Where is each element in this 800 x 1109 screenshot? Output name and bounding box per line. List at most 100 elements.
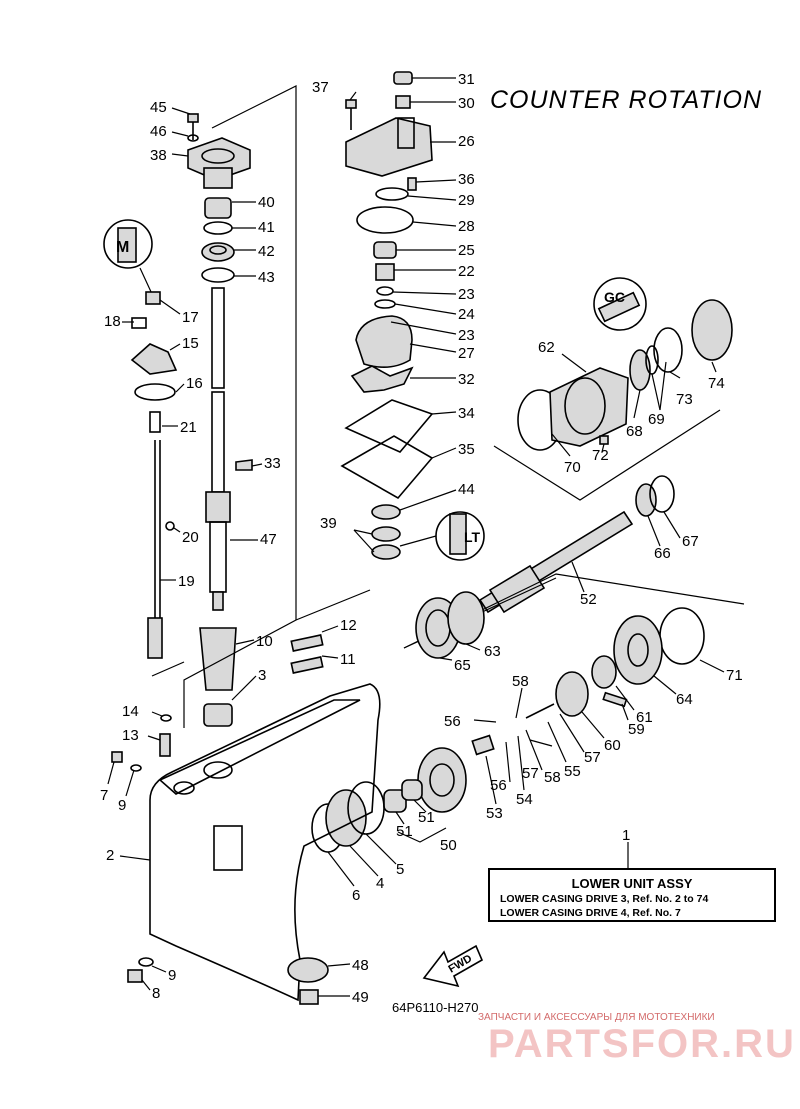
screw-part <box>131 317 147 329</box>
callout: 24 <box>458 306 475 323</box>
callout: 65 <box>454 657 471 674</box>
callout: 51 <box>396 823 413 840</box>
callout: 61 <box>636 709 653 726</box>
callout: 10 <box>256 633 273 650</box>
forward-gear-64 <box>613 615 663 685</box>
gasket-14 <box>160 714 172 722</box>
callout: 29 <box>458 192 475 209</box>
ring-nut-74 <box>691 299 733 361</box>
pump-housing-26 <box>345 117 433 177</box>
prop-shaft-housing-group <box>493 299 733 501</box>
water-pump-group <box>340 71 434 560</box>
callout-assembly: 1 <box>622 827 630 844</box>
callout: 5 <box>396 861 404 878</box>
casing-bore-2 <box>173 781 195 795</box>
pinion-gear-50-bore <box>429 763 455 797</box>
callout: 44 <box>458 481 475 498</box>
o-ring-28 <box>356 206 414 234</box>
callout: 35 <box>458 441 475 458</box>
bearing-51b <box>401 779 423 801</box>
o-ring-part <box>201 267 235 283</box>
rod-plate-part <box>130 343 178 375</box>
callout: 63 <box>484 643 501 660</box>
oil-seal-bore <box>209 245 227 255</box>
o-ring-29 <box>375 187 409 201</box>
callout: 20 <box>182 529 199 546</box>
drawing-code: 64P6110-H270 <box>392 1000 479 1015</box>
drive-shaft-upper <box>211 287 225 389</box>
drive-shaft-lower <box>209 521 227 593</box>
callout: 56 <box>490 777 507 794</box>
callout: 47 <box>260 531 277 548</box>
plate-34 <box>344 399 434 453</box>
callout: 14 <box>122 703 139 720</box>
plug-7 <box>111 751 123 763</box>
callout: 13 <box>122 727 139 744</box>
sleeve-part <box>199 627 237 691</box>
bolt-head-part <box>187 113 199 123</box>
callout: 36 <box>458 171 475 188</box>
callout: 40 <box>258 194 275 211</box>
bolt-37-head <box>345 99 357 109</box>
callout: 23 <box>458 327 475 344</box>
callout: 28 <box>458 218 475 235</box>
watermark-tagline: ЗАПЧАСТИ И АКСЕССУАРЫ ДЛЯ МОТОТЕХНИКИ <box>478 1012 715 1023</box>
callout: 70 <box>564 459 581 476</box>
callout: 41 <box>258 219 275 236</box>
callout: 26 <box>458 133 475 150</box>
seal-39a <box>371 526 401 542</box>
shift-rod-end <box>147 617 163 659</box>
callout: 66 <box>654 545 671 562</box>
callout: 39 <box>320 515 337 532</box>
washer-24 <box>374 299 396 309</box>
gasket-35 <box>340 435 434 500</box>
casing-vent <box>213 825 243 871</box>
callout: 34 <box>458 405 475 422</box>
sealant-lt-icon: LT <box>399 511 485 561</box>
watermark-brand: PARTSFOR.RU <box>488 1022 796 1066</box>
callout: 38 <box>150 147 167 164</box>
dowel-pin-part <box>290 634 324 652</box>
casing-bore <box>203 761 233 779</box>
forward-gear-64-bore <box>627 633 649 667</box>
callout: 9 <box>168 967 176 984</box>
callout: 58 <box>544 769 561 786</box>
o-ring-16 <box>134 383 176 401</box>
callout: 60 <box>604 737 621 754</box>
drive-shaft-collar <box>205 491 231 523</box>
assembly-box: LOWER UNIT ASSY LOWER CASING DRIVE 3, Re… <box>488 868 776 922</box>
shift-rod-group <box>130 291 178 659</box>
callout: 21 <box>180 419 197 436</box>
washer-66 <box>635 483 657 517</box>
callout: 57 <box>522 765 539 782</box>
grease-gc-icon: GC <box>593 277 647 331</box>
callout: 55 <box>564 763 581 780</box>
callout: 23 <box>458 286 475 303</box>
circlip-part <box>165 521 175 531</box>
pump-tube-socket <box>397 117 415 149</box>
callout: 67 <box>682 533 699 550</box>
frame-link <box>295 589 371 621</box>
impeller-32 <box>350 365 414 393</box>
frame-lines <box>151 85 371 728</box>
fwd-arrow-icon: FWD <box>422 944 484 988</box>
callout: 74 <box>708 375 725 392</box>
spring-21 <box>149 411 161 433</box>
callout: 62 <box>538 339 555 356</box>
housing-62-face <box>564 377 606 435</box>
callout: 27 <box>458 345 475 362</box>
washer-part <box>187 134 199 142</box>
woodruff-key-part <box>235 459 253 471</box>
callout: 68 <box>626 423 643 440</box>
svg-text:GC: GC <box>604 289 625 305</box>
oil-seal-part <box>201 242 235 262</box>
callout: 46 <box>150 123 167 140</box>
callout: 33 <box>264 455 281 472</box>
callout: 51 <box>418 809 435 826</box>
callout: 54 <box>516 791 533 808</box>
seal-44 <box>371 504 401 520</box>
bearing-part <box>204 197 232 219</box>
casing-deck <box>158 699 361 795</box>
